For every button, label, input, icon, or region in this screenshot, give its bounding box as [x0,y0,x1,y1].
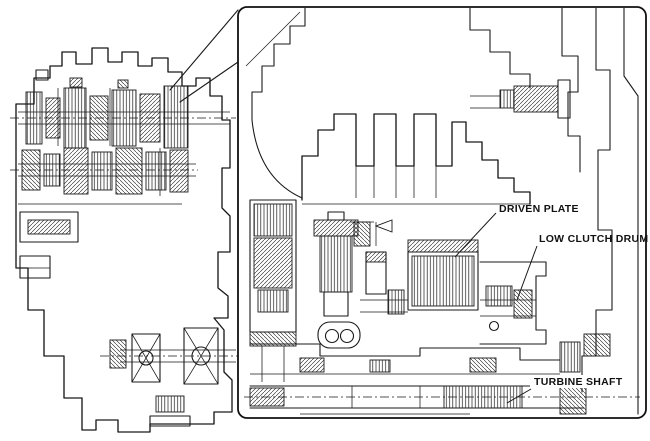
low-clutch-drum-leader-line [516,245,538,301]
low-clutch-drum-label: LOW CLUTCH DRUM [539,233,648,245]
clutch-pack-column [249,199,297,382]
low-clutch-area-overview [163,85,189,149]
gear-pack [25,91,43,145]
gear-pack [91,151,113,191]
final-drive-gears [109,327,236,427]
case-wall [469,8,531,89]
gear-pack [21,149,41,191]
driven-plate-part [407,239,479,311]
gear-pack [45,97,61,139]
bolt [513,85,559,113]
callout-labels: DRIVEN PLATE LOW CLUTCH DRUM TURBINE SHA… [454,203,648,404]
case-wall [561,8,581,173]
overview-housing-outline [15,47,233,433]
driven-plate-leader-line [454,212,497,258]
flag-icon [374,219,393,233]
overview-cross-section [10,47,240,433]
gear-pack [139,93,161,143]
gear-pack [145,151,167,191]
bolt [35,69,49,81]
gear-pack [111,89,137,147]
gear-pack [89,95,109,141]
gear-pack [115,147,143,195]
gear-pack [63,87,87,149]
gear-pack [63,147,89,195]
case-wall [251,8,306,121]
drum-teeth-profile [301,113,531,205]
case-wall [623,8,639,415]
piston-column [313,211,361,349]
gear-pack [169,149,189,193]
magnifier-callout-lines [169,9,239,103]
label-mask [530,375,632,388]
turbine-shaft-leader-line [506,388,532,404]
gear-pack [43,153,61,187]
driven-plate-label: DRIVEN PLATE [499,203,579,215]
turbine-shaft-label: TURBINE SHAFT [534,376,623,388]
